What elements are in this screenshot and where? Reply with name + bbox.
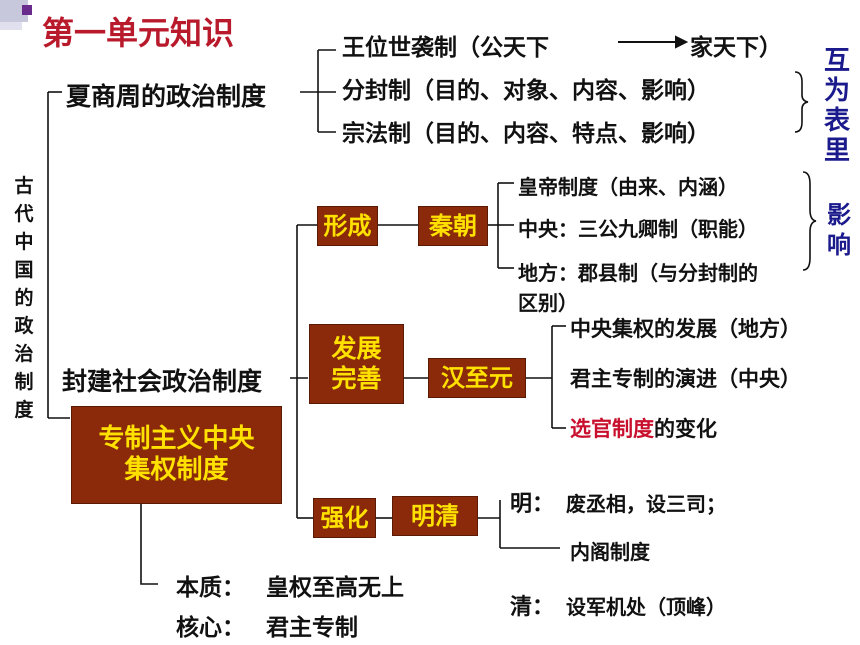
core-value: 君主专制 (266, 615, 358, 641)
essence-label: 本质： (176, 575, 245, 601)
stage-strengthening-box: 强化 (313, 498, 376, 538)
stage-formation-item-central: 中央：三公九卿制（职能） (518, 217, 758, 241)
root-label-char: 政 (14, 315, 34, 337)
branch1-label: 夏商周的政治制度 (66, 82, 267, 111)
branch1-item-hereditary-throne-end: 家天下） (690, 35, 782, 61)
essence-value: 皇权至高无上 (266, 575, 404, 601)
branch1-item-enfeoffment: 分封制（目的、对象、内容、影响） (342, 78, 710, 104)
corner-decoration-strip (0, 22, 22, 30)
corner-decoration-accent (22, 5, 32, 15)
stage-formation-item-emperor: 皇帝制度（由来、内涵） (518, 175, 738, 199)
stage-formation-side-note: 影响 (827, 201, 851, 259)
official-selection-highlight: 选官制度 (570, 417, 654, 441)
stage-formation-era-box: 秦朝 (418, 206, 488, 246)
branch1-side-note: 互为表里 (823, 46, 850, 166)
stage-strengthening-ming-label: 明： (510, 492, 555, 517)
stage-strengthening-ming-text: 废丞相，设三司； (566, 492, 726, 516)
stage-strengthening-era-box: 明清 (392, 496, 478, 536)
root-label: 古 代 中 国 的 政 治 制 度 (11, 172, 37, 424)
root-label-char: 国 (14, 259, 34, 281)
root-label-char: 制 (14, 371, 34, 393)
root-label-char: 的 (14, 287, 34, 309)
stage-formation-box: 形成 (317, 206, 378, 246)
core-system-box-line: 集权制度 (124, 455, 229, 485)
stage-strengthening-cabinet: 内阁制度 (570, 540, 650, 564)
stage-formation-item-local: 地方：郡县制（与分封制的 (518, 261, 758, 285)
stage-development-box-line: 发展 (331, 334, 382, 363)
corner-decoration (0, 0, 28, 22)
page-title: 第一单元知识 (42, 14, 235, 52)
root-label-char: 古 (14, 175, 34, 197)
stage-development-item-official-selection: 选官制度的变化 (570, 413, 717, 443)
root-label-char: 治 (14, 343, 34, 365)
core-label: 核心： (176, 615, 245, 641)
stage-strengthening-qing-label: 清： (510, 595, 555, 620)
root-label-char: 代 (14, 203, 34, 225)
core-system-box-line: 专制主义中央 (98, 423, 255, 454)
root-label-char: 中 (14, 231, 34, 253)
stage-development-era-box: 汉至元 (428, 358, 526, 398)
branch2-label: 封建社会政治制度 (62, 367, 263, 396)
branch1-item-patriarchal-clan: 宗法制（目的、内容、特点、影响） (342, 121, 710, 147)
stage-strengthening-qing-text: 设军机处（顶峰） (566, 595, 726, 619)
stage-development-box-line: 完善 (331, 364, 382, 393)
stage-development-item-centralization: 中央集权的发展（地方） (570, 317, 801, 341)
official-selection-suffix: 的变化 (654, 417, 717, 441)
root-label-char: 度 (14, 399, 34, 421)
stage-development-box: 发展 完善 (309, 324, 404, 404)
stage-formation-item-local-cont: 区别） (518, 291, 578, 315)
branch1-item-hereditary-throne: 王位世袭制（公天下 (342, 35, 549, 61)
stage-development-item-autocracy: 君主专制的演进（中央） (570, 367, 801, 391)
core-system-box: 专制主义中央 集权制度 (71, 406, 282, 504)
